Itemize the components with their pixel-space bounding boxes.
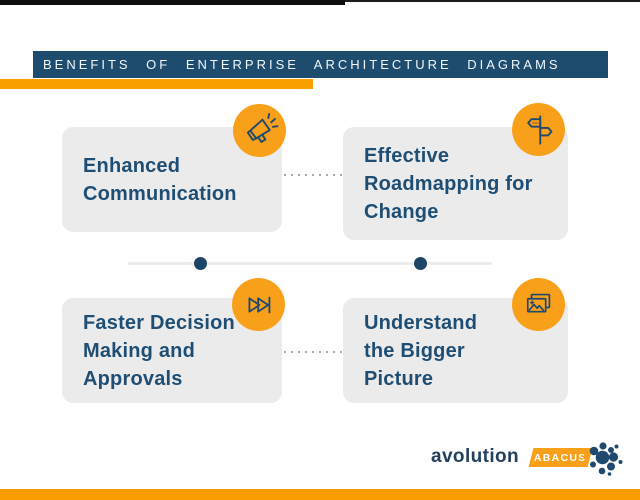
brand-wordmark: avolution (431, 446, 520, 467)
divider-dot (414, 257, 427, 270)
product-badge-label: ABACUS (534, 451, 587, 464)
top-black-bar (0, 0, 345, 5)
pictures-icon (512, 278, 565, 331)
title-underline-bar (0, 79, 313, 89)
card-label: Effective Roadmapping for Change (364, 144, 533, 223)
benefit-card-faster-decisions: Faster Decision Making and Approvals (62, 298, 282, 403)
bottom-orange-bar (0, 489, 640, 500)
card-label: Understand the Bigger Picture (364, 311, 478, 390)
brand-dots-logo-icon (582, 438, 624, 483)
fast-forward-icon (232, 278, 285, 331)
dotted-connector-bottom (284, 351, 342, 353)
divider-dot (194, 257, 207, 270)
signpost-icon (512, 103, 565, 156)
megaphone-icon (233, 104, 286, 157)
card-label: Faster Decision Making and Approvals (83, 311, 235, 390)
divider-line (128, 262, 492, 265)
dotted-connector-top (284, 174, 342, 176)
card-label: Enhanced Communication (83, 154, 237, 205)
page-title: BENEFITS OF ENTERPRISE ARCHITECTURE DIAG… (33, 51, 608, 78)
